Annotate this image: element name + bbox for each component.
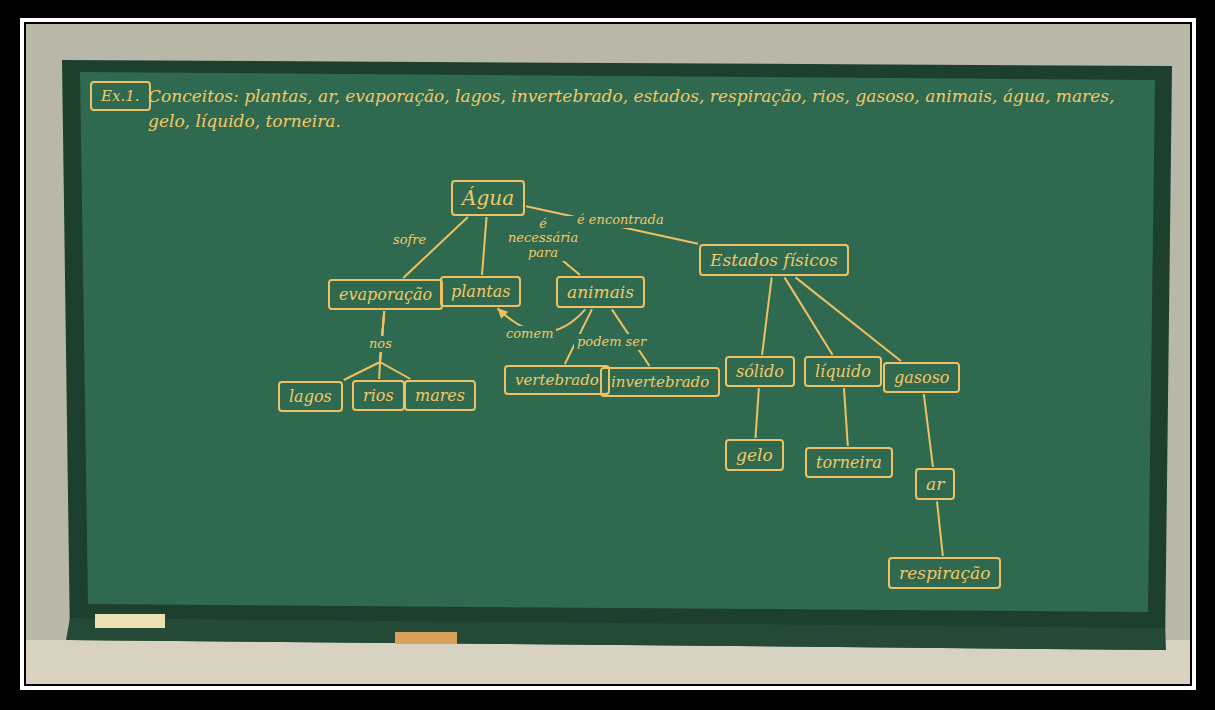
concept-box: rios — [352, 380, 405, 411]
concept-text: Ex.1. — [101, 87, 140, 105]
concept-box: Água — [451, 180, 525, 216]
eraser — [95, 614, 165, 628]
concept-box: torneira — [805, 447, 893, 478]
chalk-tray — [66, 618, 1166, 650]
concept-box: vertebrado — [504, 365, 610, 395]
concept-box: animais — [556, 276, 645, 308]
concept-box: lagos — [278, 381, 343, 412]
concept-text: torneira — [816, 453, 882, 472]
link-label: sofre — [390, 232, 429, 248]
board-frame — [62, 60, 1172, 650]
concept-box: gasoso — [883, 362, 960, 393]
concept-box: plantas — [440, 276, 521, 307]
concept-link — [937, 501, 943, 556]
concept-text: gasoso — [894, 368, 949, 387]
concept-box: evaporação — [328, 279, 443, 310]
concept-text: Água — [462, 186, 514, 210]
link-label: é encontrada — [574, 212, 667, 228]
concept-text: lagos — [289, 387, 332, 406]
concept-list: Conceitos: plantas, ar, evaporação, lago… — [148, 84, 1138, 133]
concept-text: sólido — [736, 362, 784, 381]
link-label: comem — [503, 326, 556, 342]
concept-box: ar — [915, 468, 955, 500]
concept-box: respiração — [888, 557, 1001, 589]
wall — [26, 24, 1190, 684]
board-surface — [80, 72, 1155, 612]
concept-text: líquido — [815, 362, 871, 381]
concept-box: invertebrado — [600, 367, 720, 397]
concept-box: Estados físicos — [699, 244, 849, 276]
concept-text: rios — [363, 386, 394, 405]
white-border — [22, 20, 1194, 688]
concept-text: respiração — [899, 563, 990, 583]
concept-text: mares — [415, 386, 465, 405]
concept-link — [844, 388, 848, 446]
concept-text: plantas — [451, 282, 510, 301]
link-label: nos — [366, 336, 395, 352]
eraser — [395, 632, 457, 644]
concept-box: líquido — [804, 356, 882, 387]
concept-text: vertebrado — [515, 371, 599, 389]
concept-link — [482, 217, 487, 275]
concept-text: invertebrado — [611, 373, 709, 391]
concept-text: ar — [926, 474, 944, 494]
link-label: é necessária para — [505, 216, 581, 261]
concept-link — [924, 394, 933, 467]
concept-text: animais — [567, 282, 634, 302]
concept-link — [755, 388, 758, 438]
concept-text: Estados físicos — [710, 250, 838, 270]
concept-link — [785, 277, 833, 355]
concept-link — [762, 277, 772, 355]
concept-box: sólido — [725, 356, 795, 387]
concept-box: Ex.1. — [90, 81, 151, 111]
concept-box: gelo — [725, 439, 784, 471]
arrow-head — [498, 308, 509, 319]
concept-text: evaporação — [339, 285, 432, 304]
concept-text: gelo — [736, 445, 773, 465]
link-label: podem ser — [574, 334, 649, 350]
concept-link — [796, 277, 901, 361]
concept-box: mares — [404, 380, 476, 411]
